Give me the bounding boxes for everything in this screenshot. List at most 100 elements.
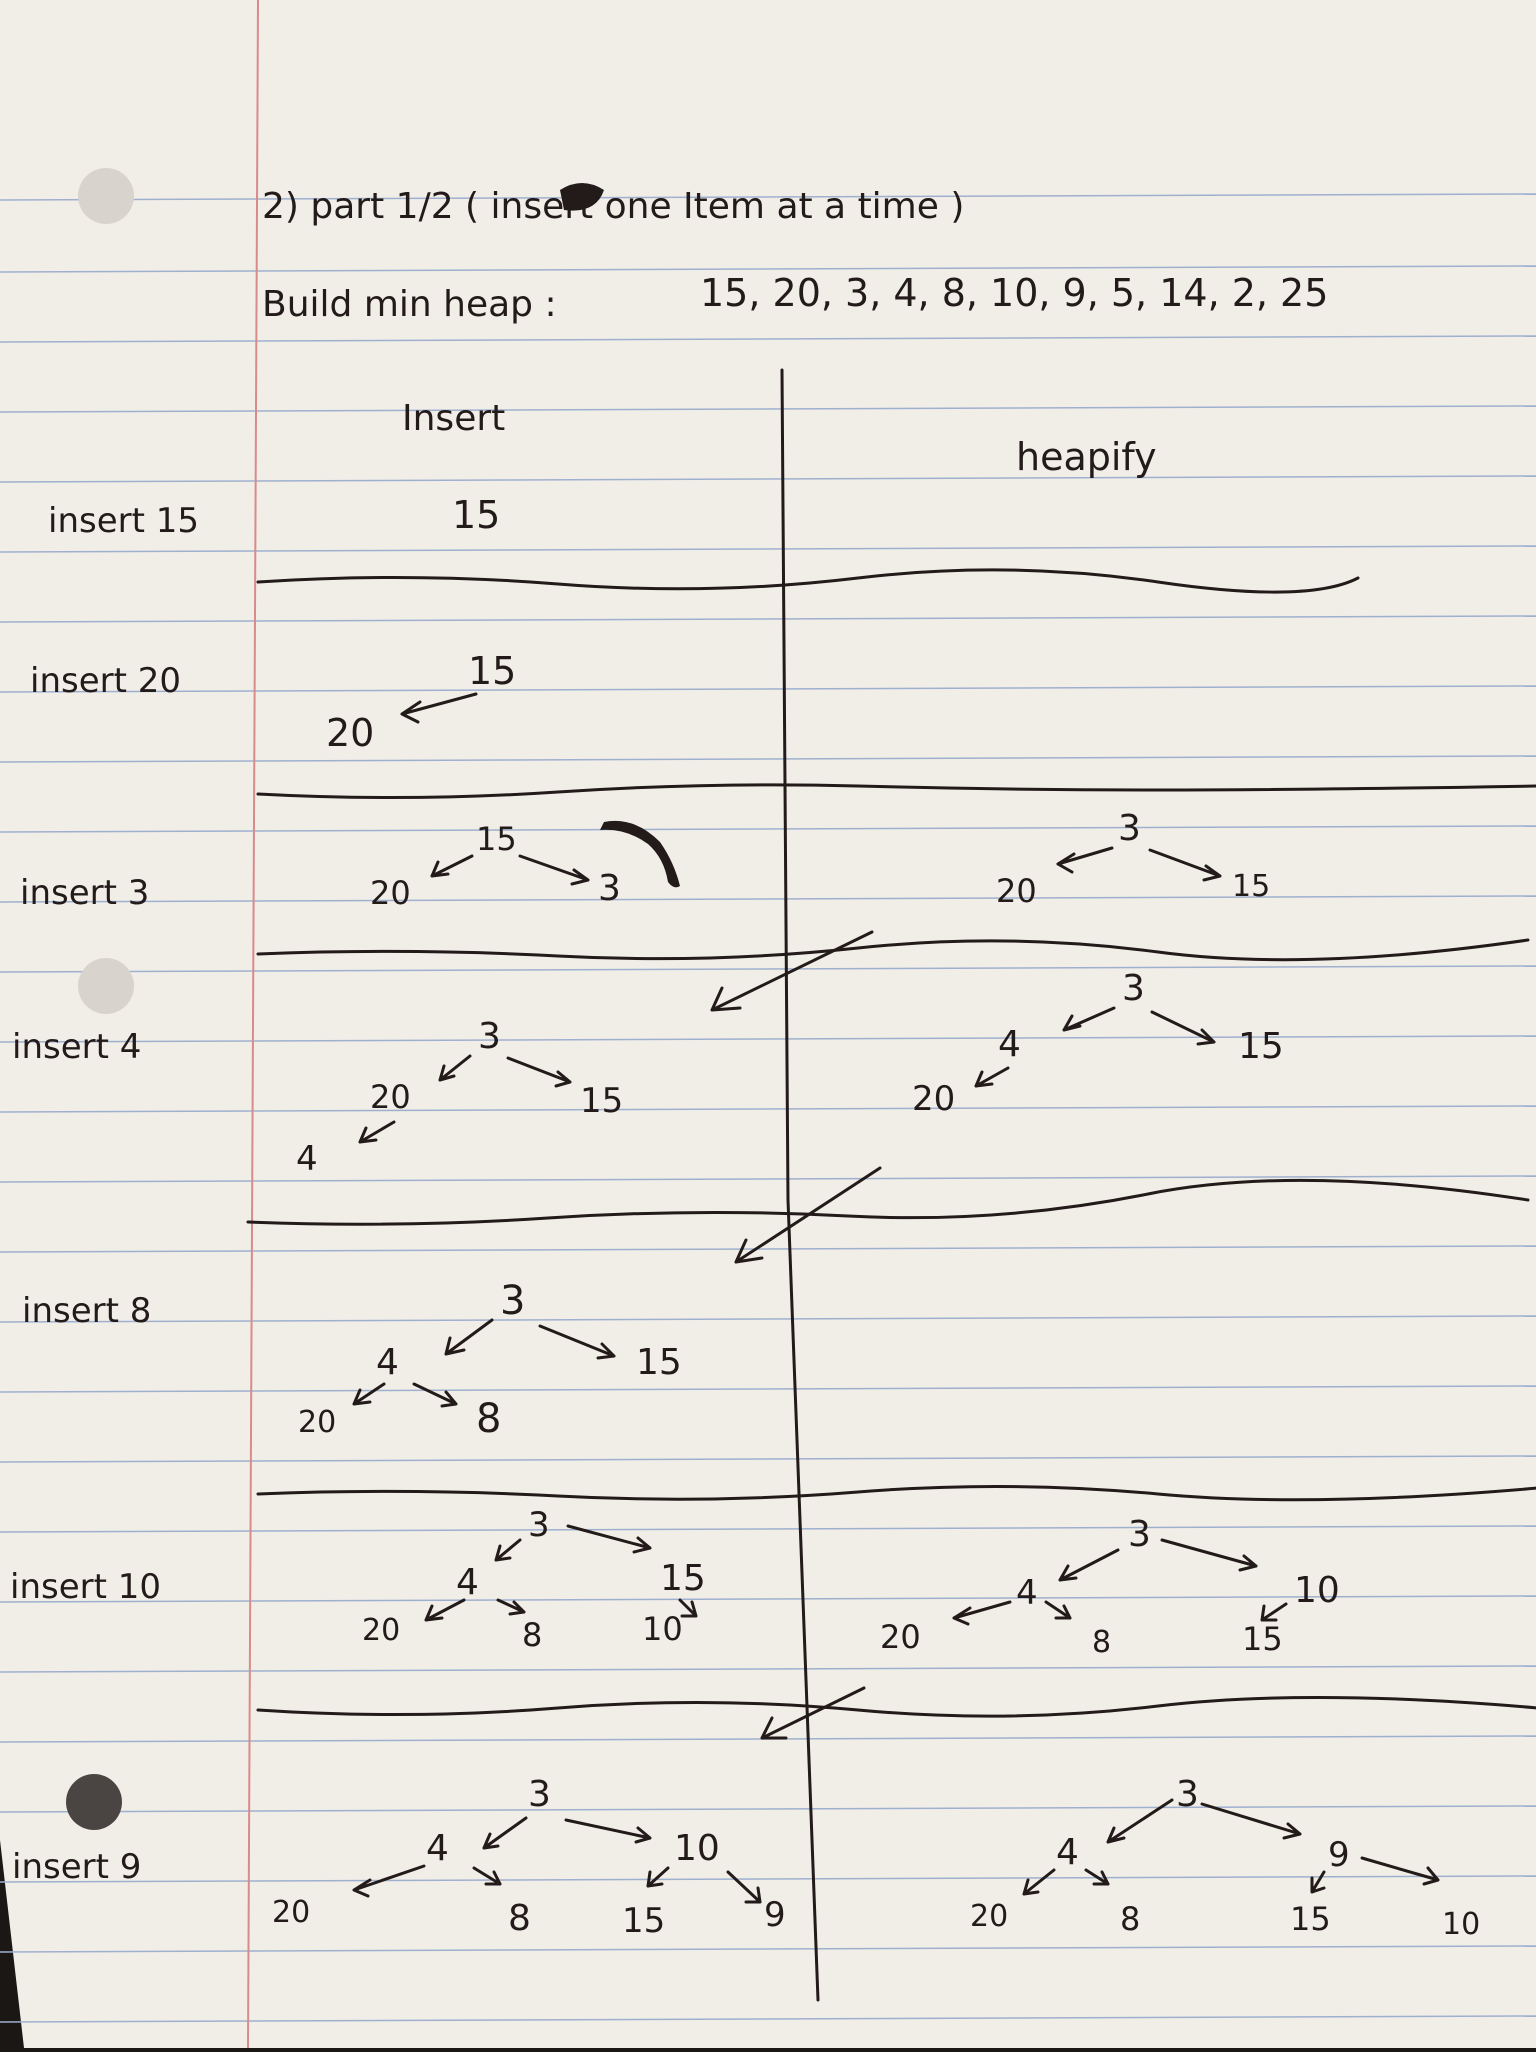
row-label-3: insert 3 xyxy=(20,873,149,913)
node: 8 xyxy=(476,1396,501,1442)
tree-r7-heapify: 3 4 9 20 8 15 10 xyxy=(970,1774,1480,1942)
node: 4 xyxy=(456,1562,479,1603)
node: 3 xyxy=(1118,808,1141,849)
tree-edge xyxy=(494,1538,522,1562)
punch-hole-middle xyxy=(78,958,134,1014)
node: 15 xyxy=(1238,1026,1284,1067)
tree-edge xyxy=(472,1866,502,1886)
tree-edge xyxy=(518,854,590,886)
column-heading-insert: Insert xyxy=(402,398,505,439)
tree-edge xyxy=(1310,1870,1326,1894)
punch-hole-top xyxy=(78,168,134,224)
node: 20 xyxy=(370,1078,411,1116)
node: 15 xyxy=(622,1901,665,1941)
node: 20 xyxy=(996,872,1037,910)
node: 3 xyxy=(528,1774,551,1815)
insert-sequence: 15, 20, 3, 4, 8, 10, 9, 5, 14, 2, 25 xyxy=(700,271,1328,315)
tree-r3-heapify: 3 20 15 xyxy=(996,808,1270,910)
tree-edge xyxy=(538,1324,616,1360)
node: 20 xyxy=(912,1079,955,1119)
node: 20 xyxy=(326,711,374,755)
tree-edge xyxy=(496,1598,526,1616)
node: 10 xyxy=(642,1610,683,1648)
node: 20 xyxy=(298,1405,336,1440)
node: 4 xyxy=(1056,1832,1079,1873)
tree-edge xyxy=(1260,1602,1288,1622)
tree-edge xyxy=(1160,1538,1258,1572)
tree-edge xyxy=(438,1054,472,1082)
node: 9 xyxy=(764,1895,786,1935)
tree-r7-insert: 3 4 10 20 8 15 9 xyxy=(272,1774,786,1941)
node: 20 xyxy=(362,1613,400,1648)
tree-edge xyxy=(566,1524,652,1554)
node: 3 xyxy=(528,1505,550,1545)
node: 10 xyxy=(1442,1907,1480,1942)
tree-edge xyxy=(1200,1802,1302,1840)
node: 20 xyxy=(370,874,411,912)
margin-line xyxy=(247,0,259,2049)
ruled-lines xyxy=(0,193,1536,2023)
tree-edge xyxy=(1150,1010,1216,1046)
node: 10 xyxy=(674,1828,720,1869)
tree-r5-insert: 3 4 15 20 8 xyxy=(298,1278,682,1442)
tree-edge xyxy=(412,1382,458,1408)
column-divider xyxy=(780,368,820,2002)
node: 3 xyxy=(478,1016,501,1057)
node: 8 xyxy=(508,1898,531,1939)
node: 3 xyxy=(500,1278,525,1324)
row-label-5: insert 8 xyxy=(22,1291,151,1331)
node: 10 xyxy=(1294,1570,1340,1611)
node: 15 xyxy=(636,1342,682,1383)
tree-edge xyxy=(564,1818,652,1844)
tree-r1-insert: 15 xyxy=(452,493,500,537)
node: 4 xyxy=(1016,1573,1038,1613)
tree-edge xyxy=(482,1816,528,1850)
node: 4 xyxy=(998,1024,1021,1065)
node: 20 xyxy=(880,1618,921,1656)
row-label-6: insert 10 xyxy=(10,1567,161,1607)
node: 4 xyxy=(376,1342,399,1383)
node: 15 xyxy=(660,1558,706,1599)
tree-edge xyxy=(352,1382,386,1406)
tree-edge xyxy=(506,1056,572,1088)
scribble-out xyxy=(560,183,604,211)
tree-edge xyxy=(1106,1798,1174,1844)
tree-edge xyxy=(1084,1868,1110,1886)
tree-edge xyxy=(424,1598,466,1622)
row-label-1: insert 15 xyxy=(48,501,199,541)
node: 20 xyxy=(272,1895,310,1930)
carry-arrows xyxy=(710,930,882,1740)
tree-r3-insert: 15 20 3 xyxy=(370,820,680,912)
node: 15 xyxy=(580,1081,623,1121)
build-label: Build min heap : xyxy=(262,284,557,325)
tree-edge xyxy=(400,692,478,724)
row-label-2: insert 20 xyxy=(30,661,181,701)
tree-edge xyxy=(726,1870,762,1904)
tree-edge xyxy=(352,1864,426,1898)
tree-edge xyxy=(952,1600,1012,1626)
tree-r4-insert: 3 20 15 4 xyxy=(296,1016,623,1179)
tree-edge xyxy=(358,1120,396,1144)
node: 4 xyxy=(296,1139,318,1179)
row-separators xyxy=(246,568,1536,1718)
ink-scribble xyxy=(600,820,680,888)
tree-edge xyxy=(1044,1600,1072,1620)
tree-r4-heapify: 3 4 15 20 xyxy=(912,968,1284,1119)
page-title: 2) part 1/2 ( insert one Item at a time … xyxy=(262,186,964,227)
node: 8 xyxy=(522,1616,542,1654)
node: 20 xyxy=(970,1899,1008,1934)
node: 15 xyxy=(1290,1900,1331,1938)
node: 9 xyxy=(1328,1835,1350,1875)
node: 15 xyxy=(476,820,517,858)
tree-r6-heapify: 3 4 10 20 8 15 xyxy=(880,1514,1340,1660)
node: 3 xyxy=(598,868,621,909)
punch-hole-bottom xyxy=(66,1774,122,1830)
node: 4 xyxy=(426,1828,449,1869)
tree-edge xyxy=(1056,846,1114,874)
tree-edge xyxy=(430,854,474,878)
tree-edge xyxy=(646,1866,670,1888)
tree-edge xyxy=(1022,1868,1056,1896)
